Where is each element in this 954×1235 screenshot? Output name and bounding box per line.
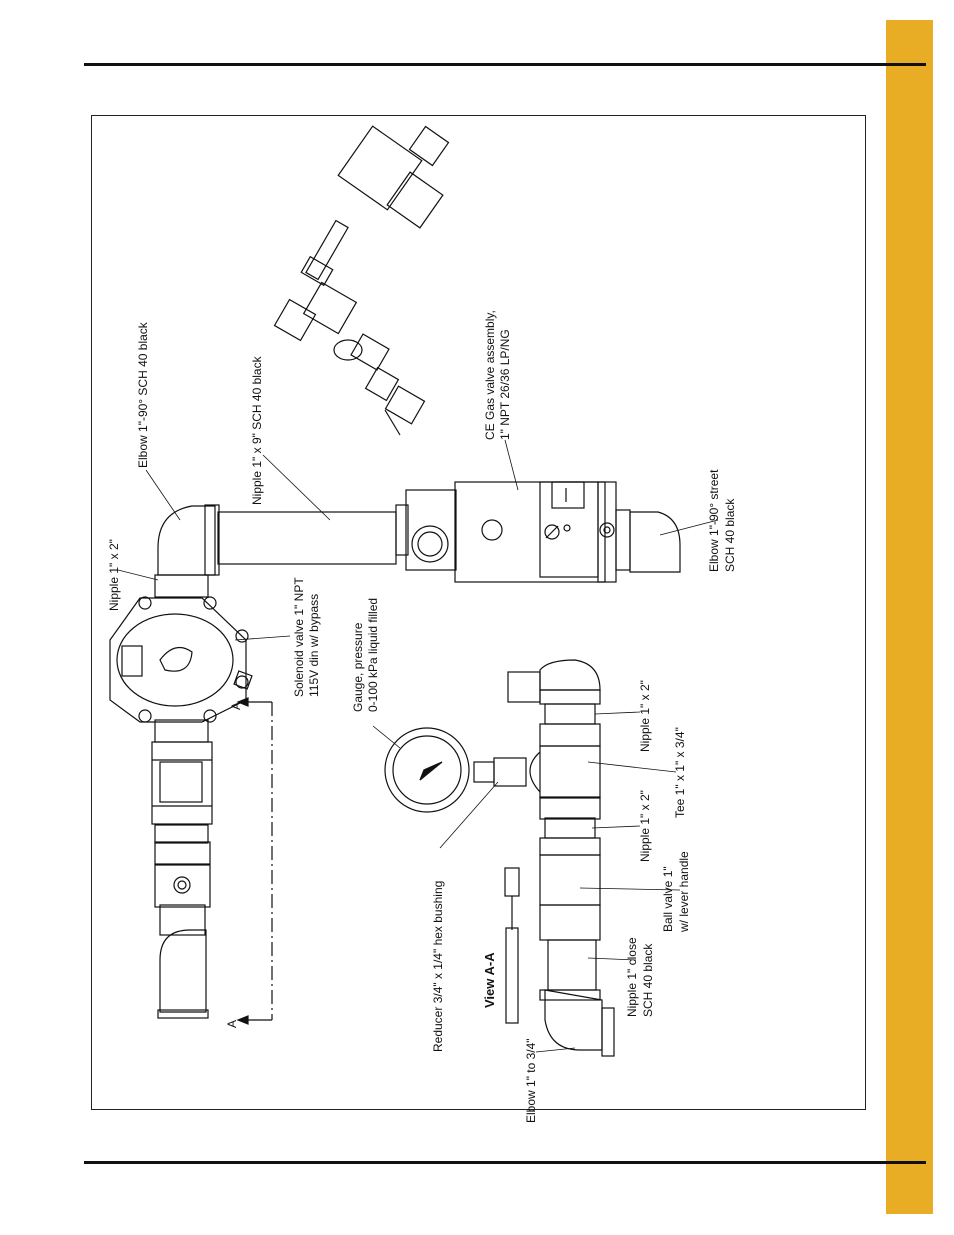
label-ball-valve-1: Ball valve 1": [661, 866, 675, 932]
label-gauge-1: Gauge, pressure: [351, 622, 365, 712]
ce-gas-valve: [395, 481, 617, 583]
view-aa-close-nipple: [547, 939, 597, 991]
view-aa-elbow-top: [507, 659, 601, 705]
view-aa-ball-valve: [504, 837, 601, 1024]
isometric-assembly: [273, 125, 450, 436]
view-aa-nipple-a: [544, 703, 596, 725]
union-main: [151, 741, 213, 825]
ball-valve-main: [154, 841, 211, 936]
label-reducer: Reducer 3/4" x 1/4" hex bushing: [431, 881, 445, 1052]
label-view-aa: View A-A: [482, 952, 497, 1008]
label-nipple-2-b: Nipple 1" x 2": [638, 790, 652, 862]
label-solenoid-1: Solenoid valve 1" NPT: [292, 577, 306, 697]
label-nipple-close-2: SCH 40 black: [641, 943, 655, 1017]
view-aa-tee: [529, 723, 601, 820]
label-section-a-bottom: A: [225, 1020, 239, 1028]
solenoid-valve: [109, 596, 253, 723]
section-line-aa: [236, 697, 273, 1025]
header-rule: [84, 63, 926, 66]
label-solenoid-2: 115V din w/ bypass: [307, 594, 321, 697]
view-aa-reducer: [473, 757, 527, 787]
label-ball-valve-2: w/ lever handle: [677, 851, 691, 933]
label-nipple-9: Nipple 1" x 9" SCH 40 black: [250, 355, 264, 505]
view-aa-nipple-b: [544, 817, 596, 839]
label-elbow-reducer: Elbow 1" to 3/4": [524, 1038, 538, 1123]
diagram-frame: [91, 115, 866, 1110]
elbow-street: [615, 509, 681, 573]
nipple-2-top: [154, 574, 209, 598]
label-ce-valve-1: CE Gas valve assembly,: [483, 310, 497, 440]
nipple-main-mid: [154, 719, 209, 743]
label-elbow-top: Elbow 1"-90° SCH 40 black: [136, 321, 150, 468]
elbow-top: [157, 504, 220, 576]
label-nipple-close-1: Nipple 1" close: [625, 937, 639, 1017]
section-tab: [886, 20, 933, 1214]
nipple-9-inch: [217, 511, 397, 565]
left-elbow-main: [157, 929, 209, 1019]
view-aa-elbow: [539, 989, 615, 1057]
label-gauge-2: 0-100 kPa liquid filled: [366, 598, 380, 712]
label-elbow-street-2: SCH 40 black: [723, 498, 737, 572]
label-nipple-2-top: Nipple 1" x 2": [107, 539, 121, 611]
label-ce-valve-2: 1" NPT 26/36 LP/NG: [498, 329, 512, 440]
pressure-gauge: [384, 727, 470, 813]
nipple-main-left: [154, 824, 209, 844]
label-elbow-street-1: Elbow 1"-90° street: [707, 469, 721, 572]
leader-lines: [117, 439, 719, 1053]
label-section-a-top: A: [229, 702, 243, 710]
label-nipple-2-a: Nipple 1" x 2": [638, 680, 652, 752]
footer-rule: [84, 1161, 926, 1164]
label-tee: Tee 1" x 1" x 3/4": [673, 727, 687, 818]
